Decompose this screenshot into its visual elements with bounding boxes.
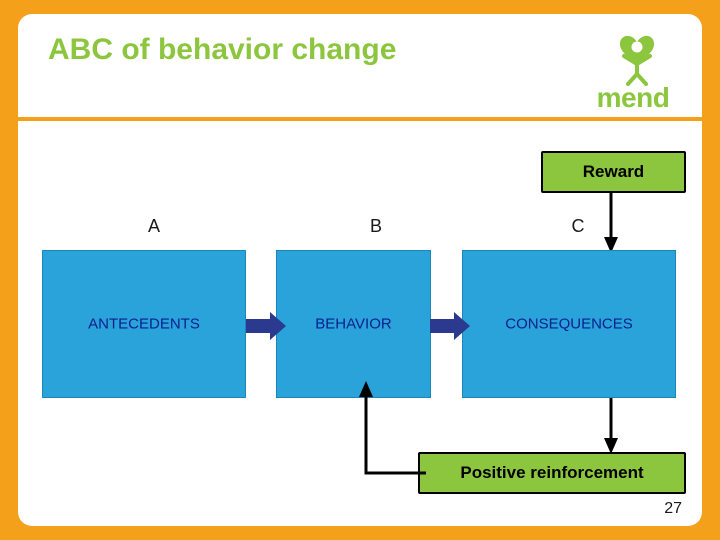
arrow-behavior-to-consequences xyxy=(430,311,472,341)
box-antecedents: ANTECEDENTS xyxy=(42,250,246,398)
letter-b: B xyxy=(369,216,382,236)
abc-diagram: Reward A B C ANTECEDENTS BEHAVIOR CO xyxy=(18,121,702,526)
brand-name: mend xyxy=(596,82,670,113)
page-title: ABC of behavior change xyxy=(48,33,397,66)
box-consequences: CONSEQUENCES xyxy=(462,250,676,398)
consequences-to-reinforcement-arrow xyxy=(596,398,626,456)
callout-reward-label: Reward xyxy=(582,162,645,181)
box-behavior: BEHAVIOR xyxy=(276,250,431,398)
box-behavior-label: BEHAVIOR xyxy=(315,315,392,333)
letter-a: A xyxy=(147,216,160,236)
person-heart-icon xyxy=(614,30,660,86)
slide-page-number: 27 xyxy=(664,500,682,517)
reward-to-consequences-arrow xyxy=(596,191,626,256)
slide-canvas: ABC of behavior change mend Reward xyxy=(18,14,702,526)
box-antecedents-label: ANTECEDENTS xyxy=(88,315,200,333)
arrow-antecedents-to-behavior xyxy=(246,311,288,341)
callout-positive-reinforcement: Positive reinforcement xyxy=(418,452,686,494)
box-consequences-label: CONSEQUENCES xyxy=(505,315,633,333)
header-divider xyxy=(18,117,702,121)
brand-logo: mend xyxy=(578,30,688,116)
callout-positive-reinforcement-label: Positive reinforcement xyxy=(460,463,644,482)
letter-c: C xyxy=(571,216,585,236)
reinforcement-to-behavior-feedback xyxy=(348,379,428,475)
callout-reward: Reward xyxy=(541,151,686,193)
